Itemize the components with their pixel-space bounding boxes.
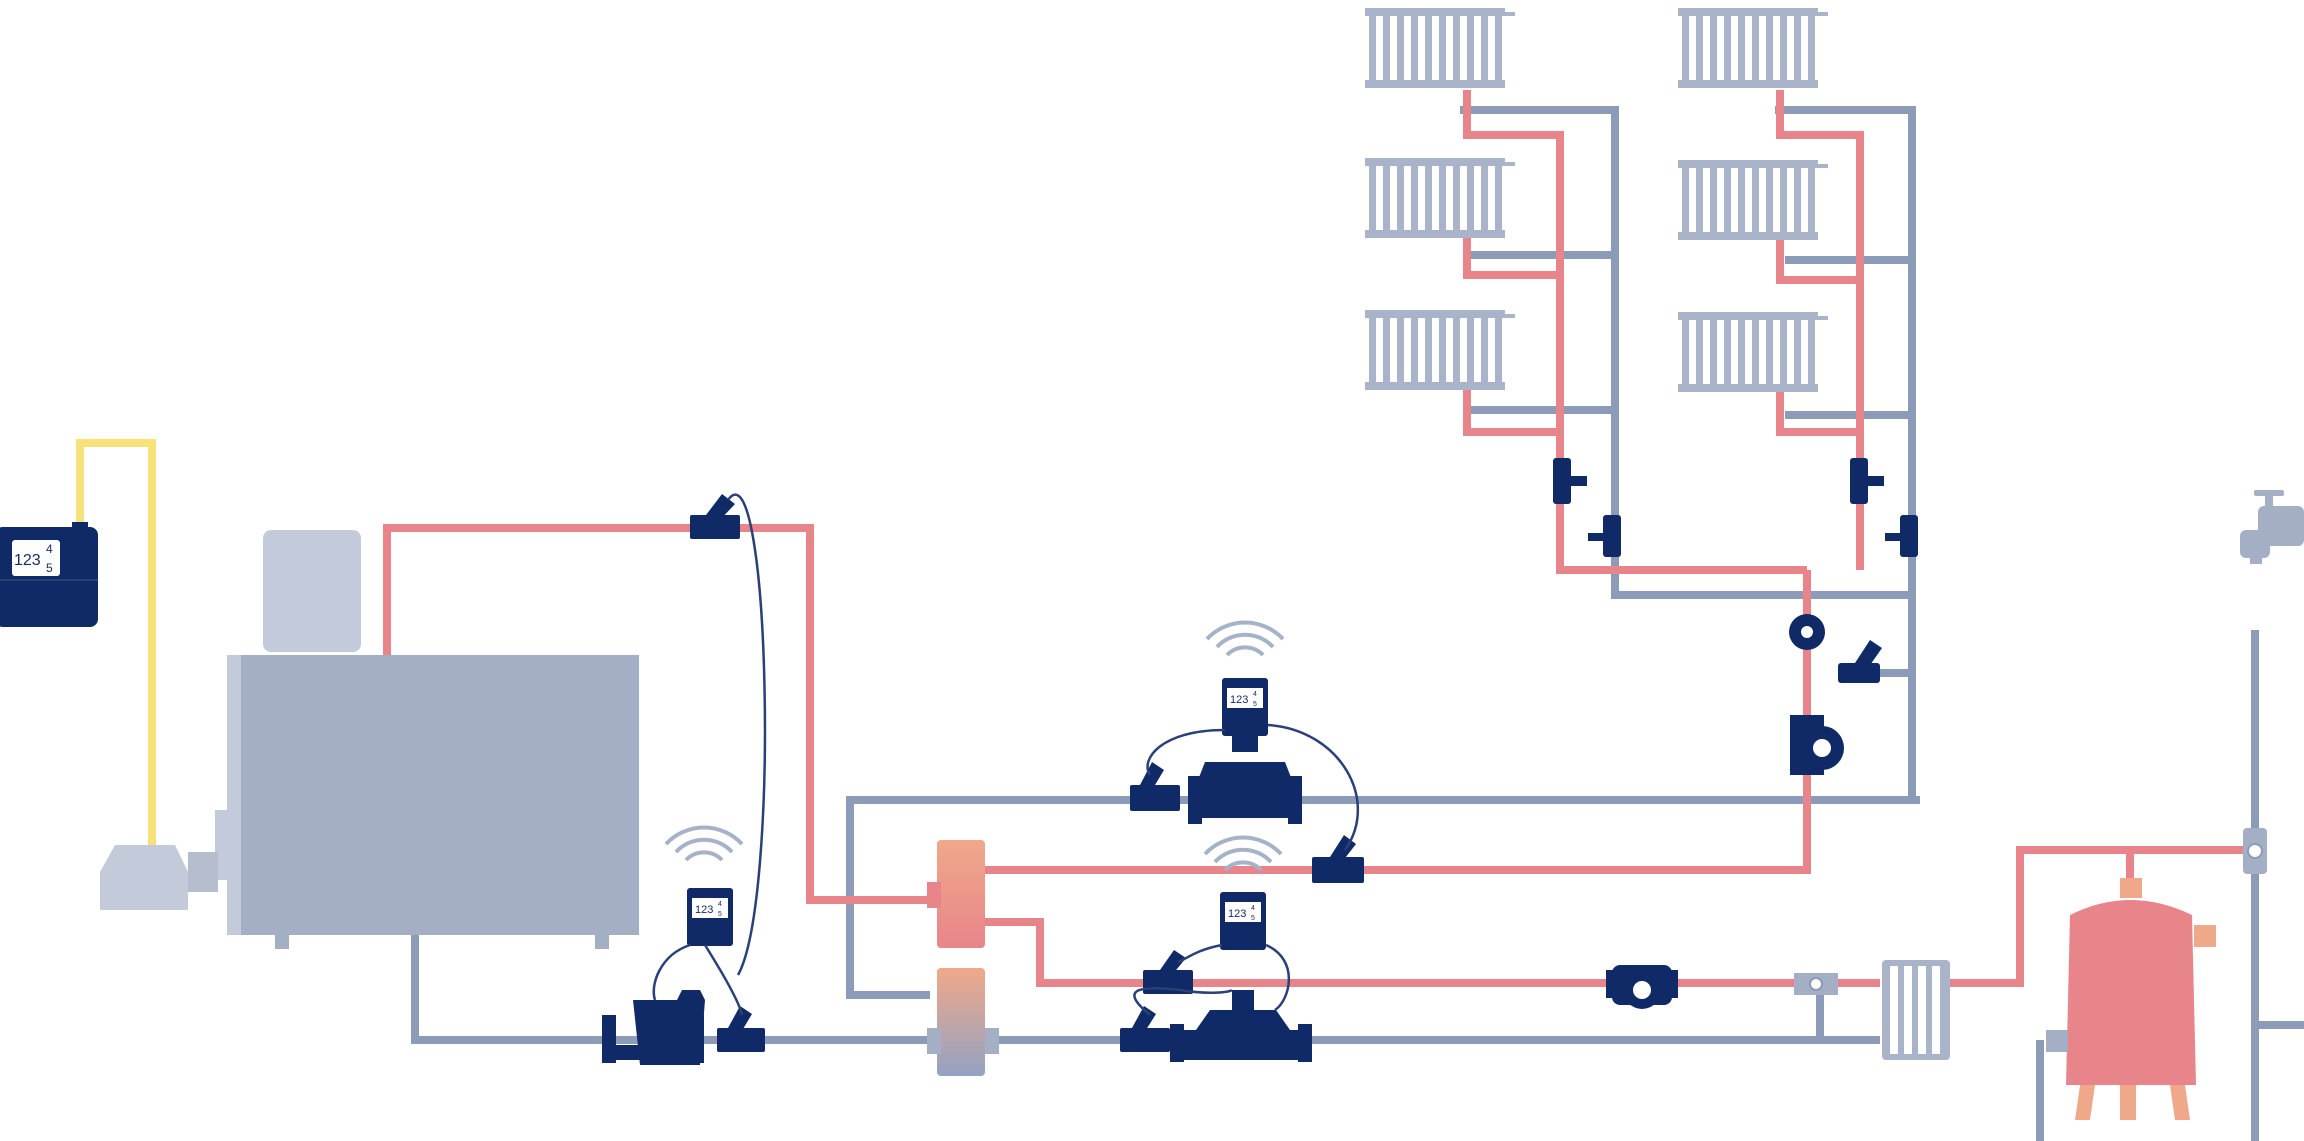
gas-meter-sub: 5 xyxy=(46,561,53,575)
burner-icon xyxy=(100,845,218,910)
svg-text:4: 4 xyxy=(718,901,722,908)
flow-meter-icon: 123 4 5 xyxy=(1170,892,1312,1062)
plate-heat-exchanger-icon xyxy=(927,840,999,1076)
svg-text:4: 4 xyxy=(1253,691,1257,698)
temperature-sensor-icon xyxy=(690,494,765,1052)
check-valve-icon xyxy=(1794,973,1838,995)
wireless-signal-icon xyxy=(1203,835,1283,872)
boiler-icon xyxy=(215,530,639,949)
cold-return-pipes xyxy=(411,106,2304,1141)
wireless-signal-icon xyxy=(1205,620,1285,657)
svg-text:5: 5 xyxy=(1251,915,1255,922)
meter-1-digits: 123 xyxy=(695,904,713,916)
balancing-valve-icon xyxy=(1553,458,1918,557)
svg-text:5: 5 xyxy=(718,911,722,918)
strainer-icon xyxy=(1838,640,1882,683)
svg-text:5: 5 xyxy=(1253,701,1257,708)
sensor-cables xyxy=(652,493,767,1016)
meter-2-digits: 123 xyxy=(1230,694,1248,706)
svg-text:4: 4 xyxy=(1251,905,1255,912)
hot-flow-pipes xyxy=(383,90,2255,987)
gas-meter-icon: 123 4 5 xyxy=(0,522,98,627)
gas-meter-digits: 123 xyxy=(14,552,41,569)
flow-meter-icon: 123 4 5 xyxy=(1188,678,1302,824)
flow-meter-icon: 123 4 5 xyxy=(602,888,733,1065)
circulation-pump-icon xyxy=(1790,715,1844,775)
gas-pipe xyxy=(76,439,156,845)
wireless-signal-icon xyxy=(664,825,744,862)
gas-meter-sup: 4 xyxy=(46,542,53,556)
meter-3-digits: 123 xyxy=(1228,908,1246,920)
sensor-cables xyxy=(1146,723,1360,851)
pressure-gauge-icon xyxy=(1789,614,1825,650)
hot-water-cylinder-icon xyxy=(2046,878,2216,1120)
sensor-cables xyxy=(1133,943,1291,1016)
ball-valve-icon xyxy=(2243,828,2267,874)
water-tap-icon xyxy=(2240,490,2304,564)
circulation-pump-icon xyxy=(1606,965,1678,1009)
plate-heat-exchanger-icon xyxy=(1882,960,1950,1060)
radiator-icon xyxy=(1365,8,1828,392)
